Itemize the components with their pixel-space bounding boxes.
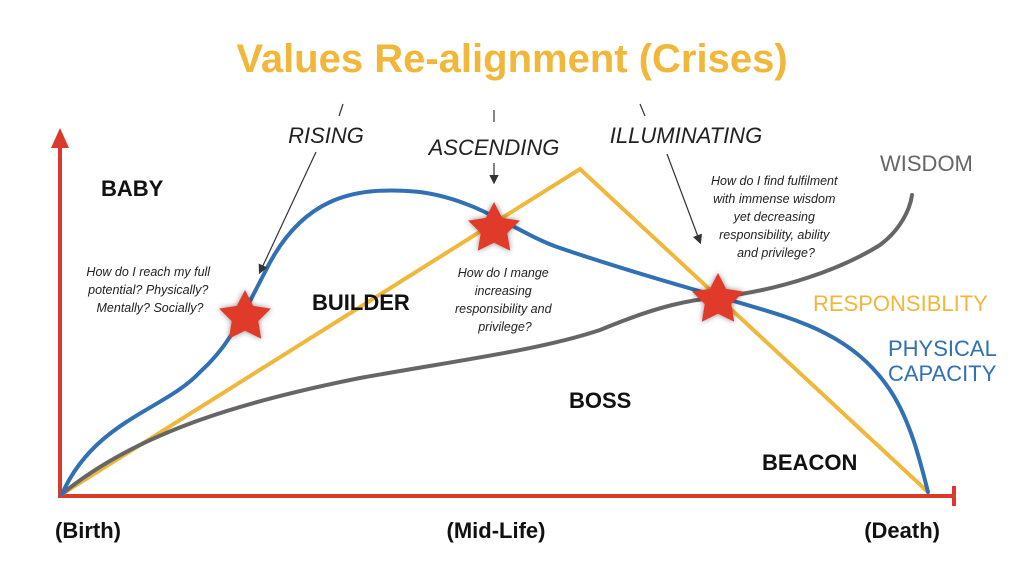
star-icon [692, 273, 744, 322]
question-ascending: How do I mange increasing responsibility… [455, 266, 555, 334]
stage-builder: BUILDER [312, 290, 410, 315]
pointer-tick-rising [338, 103, 344, 117]
pointer-illuminating [666, 153, 702, 245]
diagram-title: Values Re-alignment (Crises) [236, 37, 787, 81]
pointer-tick-illuminating [639, 103, 646, 117]
label-wisdom: WISDOM [880, 151, 973, 176]
physical-capacity-line [60, 188, 930, 496]
axis-label-mid-life: (Mid-Life) [447, 518, 546, 543]
wisdom-line [60, 193, 914, 496]
axis-label-death: (Death) [864, 518, 940, 543]
question-illuminating: How do I find fulfilment with immense wi… [711, 174, 841, 260]
crisis-markers [219, 202, 744, 339]
star-icon [219, 290, 271, 339]
label-physical-capacity: PHYSICAL CAPACITY [888, 336, 1002, 386]
phase-illuminating: ILLUMINATING [610, 123, 762, 148]
stage-baby: BABY [101, 176, 164, 201]
phase-ascending: ASCENDING [427, 135, 560, 160]
stage-beacon: BEACON [762, 450, 857, 475]
responsibility-line [60, 166, 930, 496]
star-icon [468, 202, 520, 251]
phase-pointers [258, 103, 702, 275]
stage-boss: BOSS [569, 388, 631, 413]
label-responsibility: RESPONSIBLITY [813, 291, 988, 316]
phase-rising: RISING [288, 123, 364, 148]
pointer-rising [258, 151, 317, 275]
axis-label-birth: (Birth) [55, 518, 121, 543]
arrow-up-icon [51, 128, 69, 148]
axes [51, 128, 956, 506]
question-rising: How do I reach my full potential? Physic… [86, 265, 213, 315]
